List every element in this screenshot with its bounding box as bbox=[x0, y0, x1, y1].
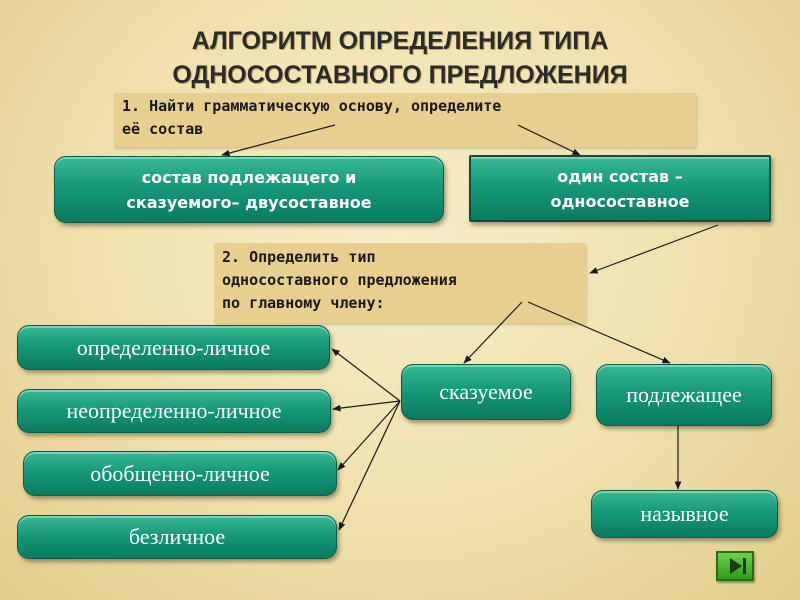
title-line-1: АЛГОРИТМ ОПРЕДЕЛЕНИЯ ТИПА bbox=[191, 27, 609, 55]
definite-personal-box: определенно-личное bbox=[17, 325, 330, 370]
step-1-box: 1. Найти грамматическую основу, определи… bbox=[114, 93, 696, 147]
arrow-step1-to-two-part bbox=[221, 124, 336, 157]
indefinite-personal-box: неопределенно-личное bbox=[17, 389, 331, 433]
arrow-predicate-to-indefinite bbox=[332, 400, 401, 412]
arrow-predicate-to-impersonal bbox=[338, 400, 401, 531]
step-1-line-1: 1. Найти грамматическую основу, определи… bbox=[122, 97, 502, 115]
arrow-step2-to-subject bbox=[527, 301, 671, 364]
step-2-line-3: по главному члену: bbox=[222, 294, 385, 312]
generalized-personal-label: обобщенно-личное bbox=[90, 460, 270, 486]
step-2-line-2: односоставного предложения bbox=[222, 271, 457, 289]
title-line-2: ОДНОСОСТАВНОГО ПРЕДЛОЖЕНИЯ bbox=[172, 61, 628, 89]
arrow-step1-to-one-part bbox=[517, 124, 581, 156]
subject-box: подлежащее bbox=[596, 364, 772, 426]
nominative-label: назывное bbox=[640, 501, 729, 526]
arrow-step2-to-predicate bbox=[463, 301, 523, 364]
step-1-line-2: её состав bbox=[122, 120, 204, 138]
one-part-line-2: односоставное bbox=[550, 191, 690, 211]
predicate-box: сказуемое bbox=[401, 364, 571, 420]
definite-personal-label: определенно-личное bbox=[76, 334, 271, 360]
generalized-personal-box: обобщенно-личное bbox=[23, 451, 337, 496]
one-part-box: один состав – односоставное bbox=[469, 155, 771, 222]
arrow-one-part-to-step2 bbox=[589, 224, 719, 274]
subject-label: подлежащее bbox=[626, 382, 742, 407]
impersonal-box: безличное bbox=[17, 515, 337, 559]
two-part-box: состав подлежащего и сказуемого– двусост… bbox=[54, 156, 444, 223]
two-part-line-2: сказуемого– двусоставное bbox=[126, 192, 372, 212]
step-2-box: 2. Определить тип односоставного предлож… bbox=[214, 243, 586, 323]
impersonal-label: безличное bbox=[128, 524, 226, 549]
arrow-predicate-to-definite bbox=[331, 348, 401, 402]
indefinite-personal-label: неопределенно-личное bbox=[66, 398, 282, 423]
play-next-icon bbox=[730, 558, 746, 574]
predicate-label: сказуемое bbox=[439, 379, 533, 404]
step-2-line-1: 2. Определить тип bbox=[222, 248, 376, 266]
nominative-box: назывное bbox=[591, 490, 778, 538]
page-title: АЛГОРИТМ ОПРЕДЕЛЕНИЯ ТИПА ОДНОСОСТАВНОГО… bbox=[0, 24, 800, 92]
two-part-line-1: состав подлежащего и bbox=[141, 167, 357, 187]
arrow-predicate-to-generalized bbox=[337, 400, 401, 471]
one-part-line-1: один состав – bbox=[557, 166, 683, 186]
next-slide-button[interactable] bbox=[716, 551, 754, 581]
